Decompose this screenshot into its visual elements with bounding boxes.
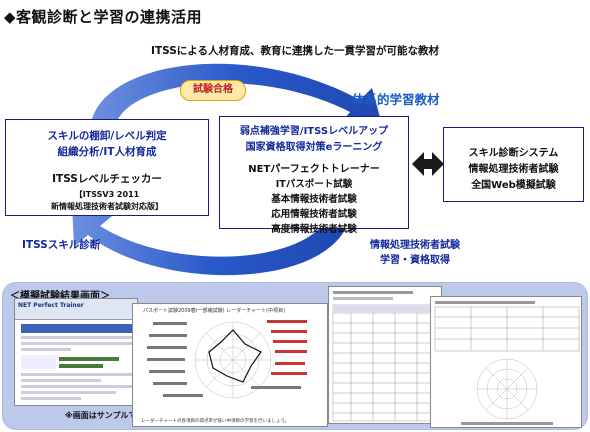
- box-right-line1: スキル診断システム: [468, 148, 559, 159]
- box-center-line1: 弱点補強学習/ITSSレベルアップ: [239, 126, 389, 137]
- radar-note: レーダーチャートの各項目の得点率が低い中項目の学習を行いましょう。: [141, 419, 290, 424]
- systematic-materials-label: 体系的学習教材: [352, 92, 440, 107]
- radar-body: [147, 320, 307, 399]
- page-title: ◆客観診断と学習の連携活用: [4, 8, 203, 26]
- box-left-line2: 組織分析/IT人材育成: [57, 146, 157, 158]
- itss-skill-diagnosis-label: ITSSスキル診断: [22, 239, 101, 251]
- double-arrow: [412, 152, 444, 176]
- radar-table-body: [434, 301, 580, 425]
- top-arc-arrow: [92, 63, 384, 132]
- box-center-line5: 基本情報技術者試験: [271, 194, 357, 205]
- screenshot-result-table: [328, 286, 442, 424]
- box-center-line6: 応用情報技術者試験: [271, 209, 357, 220]
- box-left-line5: 新情報処理技術者試験対応版】: [51, 202, 163, 211]
- box-right-line2: 情報処理技術者試験: [468, 164, 559, 175]
- sample-screens-title: ＜模擬試験結果画面＞: [10, 291, 110, 302]
- exam-pass-badge: 試験合格: [180, 80, 246, 101]
- info-exam-label-line1: 情報処理技術者試験: [370, 240, 460, 251]
- screenshot-trainer-top: NET Perfect Trainer: [14, 298, 138, 406]
- cycle-arrows: [72, 63, 444, 276]
- trainer-body: [21, 324, 133, 400]
- radar-title: パスポート試験2009春(一部補試験) レーダーチャート(中項目): [143, 308, 286, 314]
- bottom-arc-arrow: [72, 204, 350, 276]
- result-table-body: [332, 291, 440, 422]
- screenshot-radar-chart: パスポート試験2009春(一部補試験) レーダーチャート(中項目) レーダーチャ…: [132, 303, 328, 427]
- info-exam-label-line2: 学習・資格取得: [380, 255, 450, 266]
- skill-diagnosis-system-box: スキル診断システム 情報処理技術者試験 全国Web模擬試験: [443, 127, 584, 202]
- box-right-line3: 全国Web模擬試験: [471, 180, 556, 191]
- box-left-line1: スキルの棚卸/レベル判定: [47, 130, 167, 142]
- screenshot-radar-table: [430, 296, 582, 428]
- box-center-line3: NETパーフェクトトレーナー: [248, 164, 380, 175]
- page-subtitle: ITSSによる人材育成、教育に連携した一貫学習が可能な教材: [151, 45, 439, 57]
- info-exam-label: 情報処理技術者試験 学習・資格取得: [350, 236, 480, 266]
- itss-level-checker-box: スキルの棚卸/レベル判定 組織分析/IT人材育成 ITSSレベルチェッカー 【I…: [5, 119, 209, 216]
- sample-note: ※画面はサンプルです: [65, 411, 145, 420]
- box-center-line7: 高度情報技術者試験: [271, 224, 357, 235]
- box-center-line4: ITパスポート試験: [275, 179, 353, 190]
- box-center-line2: 国家資格取得対策eラーニング: [245, 142, 383, 153]
- net-perfect-trainer-box: 弱点補強学習/ITSSレベルアップ 国家資格取得対策eラーニング NETパーフェ…: [219, 116, 409, 235]
- trainer-logo: NET Perfect Trainer: [18, 302, 84, 309]
- box-left-line3: ITSSレベルチェッカー: [52, 173, 162, 185]
- trainer-header: [15, 299, 137, 320]
- box-left-line4: 【ITSSV3 2011: [74, 190, 140, 199]
